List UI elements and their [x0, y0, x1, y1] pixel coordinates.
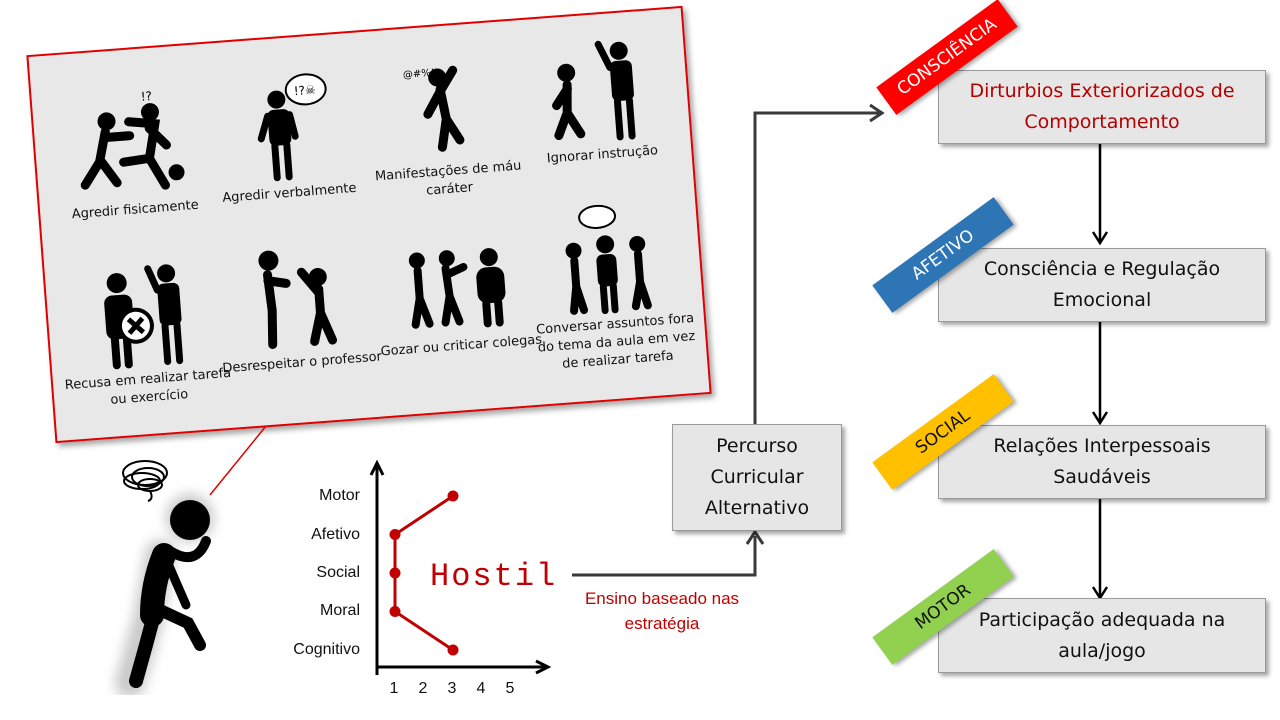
profile-annotation: Hostil — [430, 558, 558, 595]
behavior-item: Gozar ou criticar colegas — [378, 220, 543, 406]
edge-label: Ensino baseado nas estratégia — [584, 589, 740, 633]
y-tick-label: Moral — [319, 602, 360, 619]
connector-center-to-top — [753, 111, 880, 424]
arrowhead-up-icon — [745, 529, 765, 545]
data-point — [447, 644, 459, 656]
behavior-item: !?☠ Agredir verbalmente — [206, 68, 369, 254]
arguing-teacher-icon — [258, 250, 338, 350]
tantrum-figure-icon: @#%! — [403, 65, 465, 152]
step-text: Participação adequada na aula/jogo — [978, 608, 1226, 662]
data-point — [389, 567, 401, 579]
step-box-2: Consciência e Regulação Emocional — [938, 248, 1266, 322]
step-box-4: Participação adequada na aula/jogo — [938, 598, 1266, 673]
y-tick-label: Social — [316, 564, 360, 581]
ignoring-coach-icon — [552, 40, 636, 141]
behavior-item: Conversar assuntos fora do tema da aula … — [531, 199, 696, 385]
step-box-1: Dirturbios Exteriorizados de Comportamen… — [938, 70, 1266, 144]
y-axis — [369, 459, 385, 675]
refusal-x-icon — [104, 264, 184, 370]
mocking-peers-icon — [408, 248, 506, 329]
behavior-item: Desrespeitar o professor — [218, 237, 382, 423]
arrowhead-down-icon — [1091, 411, 1109, 426]
center-box: Percurso Curricular Alternativo — [672, 424, 842, 531]
swearing-player-icon: !?☠ — [257, 73, 327, 182]
step-text: Relações Interpessoais Saudáveis — [993, 435, 1211, 488]
behavior-item: Ignorar instrução — [519, 29, 682, 215]
step-box-3: Relações Interpessoais Saudáveis — [938, 425, 1266, 499]
x-tick-label: 3 — [447, 680, 457, 697]
svg-text:!?☠: !?☠ — [293, 83, 316, 99]
chatting-group-icon — [565, 204, 652, 315]
data-point — [389, 606, 401, 617]
fighting-figures-icon: !? — [80, 89, 185, 190]
x-tick-label: 4 — [476, 680, 486, 697]
profile-chart — [369, 459, 552, 675]
step-text: Dirturbios Exteriorizados de Comportamen… — [969, 80, 1235, 133]
center-box-text: Percurso Curricular Alternativo — [704, 435, 810, 519]
callout-line — [209, 425, 267, 496]
data-point — [389, 529, 401, 540]
svg-text:!?: !? — [140, 89, 152, 104]
arrowhead-right-icon — [869, 103, 885, 123]
behavior-item: !? Agredir fisicamente — [51, 84, 214, 270]
x-tick-label: 5 — [505, 680, 515, 697]
arrowhead-down-icon — [1091, 231, 1109, 246]
x-tick-label: 2 — [418, 680, 428, 697]
behavior-item: Recusa em realizar tarefa ou exercício — [64, 254, 232, 440]
behavior-item: @#%! Manifestações de máu caráter — [364, 46, 527, 232]
data-point — [447, 490, 459, 502]
y-tick-label: Cognitivo — [293, 641, 360, 658]
svg-text:@#%!: @#%! — [403, 68, 436, 81]
x-axis — [377, 659, 552, 675]
y-tick-label: Motor — [319, 487, 360, 504]
behavior-panel: !? Agredir fisicamente !?☠ Agredir verba… — [26, 5, 712, 444]
stressed-student-icon — [115, 460, 214, 695]
connector-chart-to-center — [572, 536, 757, 577]
y-tick-label: Afetivo — [311, 526, 360, 543]
step-text: Consciência e Regulação Emocional — [983, 258, 1221, 311]
x-tick-label: 1 — [389, 680, 399, 697]
